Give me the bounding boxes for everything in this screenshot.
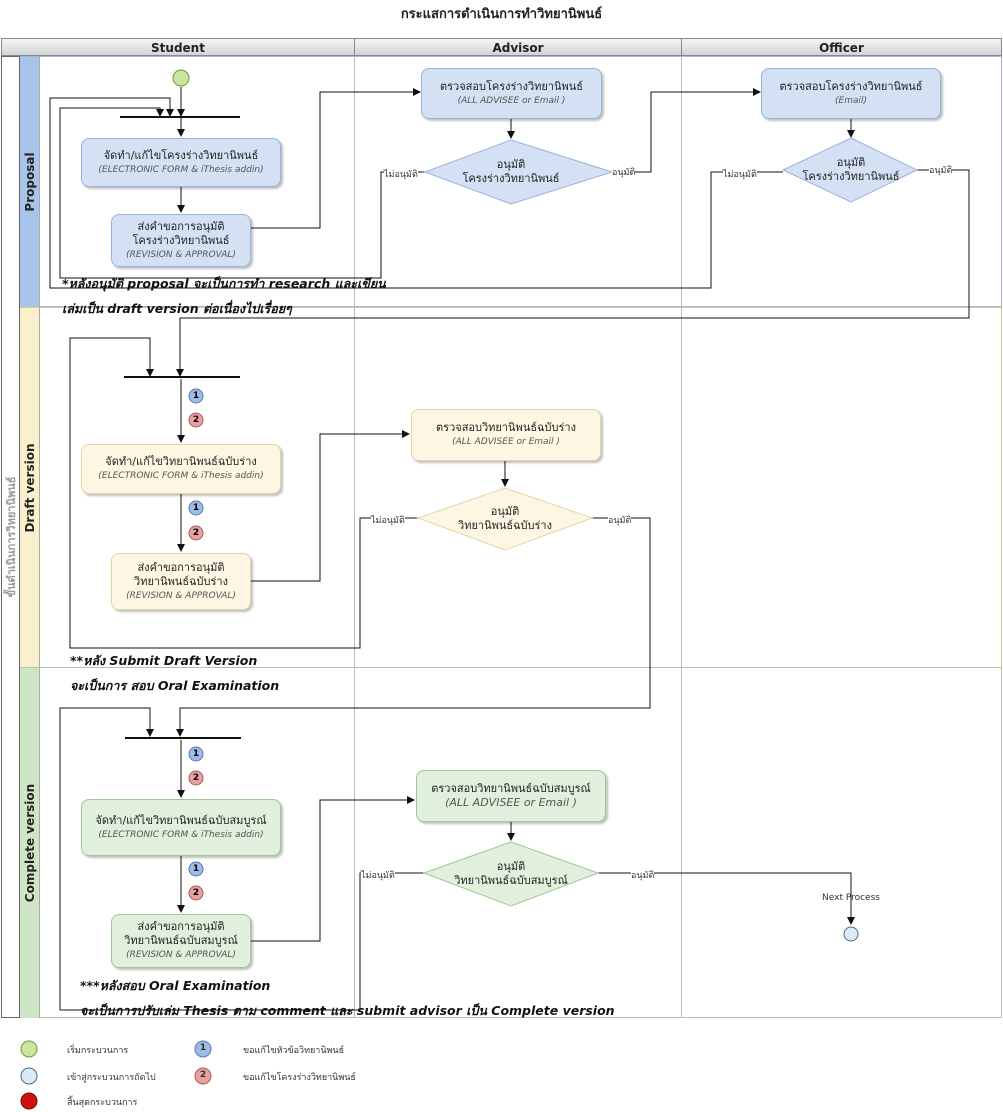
- decision-text: โครงร่างวิทยานิพนธ์: [802, 170, 900, 183]
- legend-badge1-number: 1: [199, 1043, 207, 1053]
- not-approve-label: ไม่อนุมัติ: [384, 167, 418, 181]
- approve-label: อนุมัติ: [612, 165, 636, 179]
- badge-2: 2: [192, 528, 200, 538]
- box-subtitle: (Email): [835, 95, 867, 106]
- box-title: จัดทำ/แก้ไขวิทยานิพนธ์ฉบับร่าง: [105, 455, 257, 468]
- not-approve-label: ไม่อนุมัติ: [371, 513, 405, 527]
- decision-text: อนุมัติ: [496, 158, 526, 171]
- proposal-note-line2: เล่มเป็น draft version ต่อเนื่องไปเรื่อย…: [62, 301, 292, 316]
- box-title: ตรวจสอบวิทยานิพนธ์ฉบับสมบูรณ์: [431, 782, 591, 795]
- approve-label: อนุมัติ: [929, 163, 953, 177]
- badge-1: 1: [192, 749, 200, 759]
- complete-note-line2: จะเป็นการปรับเล่ม Thesis ตาม comment และ…: [80, 1003, 615, 1018]
- box-title: โครงร่างวิทยานิพนธ์: [132, 233, 230, 247]
- decision-text: โครงร่างวิทยานิพนธ์: [462, 172, 560, 185]
- draft-note-line2: จะเป็นการ สอบ Oral Examination: [70, 678, 280, 693]
- draft-student-step2: ส่งคำขอการอนุมัติ วิทยานิพนธ์ฉบับร่าง (R…: [111, 553, 251, 610]
- legend-end-label: สิ้นสุดกระบวนการ: [67, 1098, 138, 1108]
- column-divider: [354, 56, 355, 1018]
- column-header-advisor: Advisor: [354, 38, 682, 56]
- box-title: ส่งคำขอการอนุมัติ: [137, 920, 225, 933]
- legend-end-icon: [20, 1092, 38, 1110]
- box-title: ตรวจสอบโครงร่างวิทยานิพนธ์: [439, 79, 584, 93]
- decision-diamond: [781, 137, 919, 203]
- decision-diamond: [423, 139, 614, 205]
- box-subtitle: (ALL ADVISEE or Email ): [445, 796, 577, 809]
- proposal-student-step1: จัดทำ/แก้ไขโครงร่างวิทยานิพนธ์ (ELECTRON…: [81, 138, 281, 187]
- approve-label: อนุมัติ: [631, 868, 655, 882]
- decision-text: วิทยานิพนธ์ฉบับร่าง: [458, 519, 552, 532]
- complete-student-step1: จัดทำ/แก้ไขวิทยานิพนธ์ฉบับสมบูรณ์ (ELECT…: [81, 799, 281, 856]
- next-process-label: Next Process: [822, 893, 880, 903]
- lane-label-complete: Complete version: [20, 668, 40, 1018]
- complete-advisor-check: ตรวจสอบวิทยานิพนธ์ฉบับสมบูรณ์ (ALL ADVIS…: [416, 770, 606, 822]
- draft-advisor-check: ตรวจสอบวิทยานิพนธ์ฉบับร่าง (ALL ADVISEE …: [411, 409, 601, 461]
- box-title: ส่งคำขอการอนุมัติ: [137, 219, 225, 233]
- proposal-advisor-decision: อนุมัติ โครงร่างวิทยานิพนธ์: [445, 158, 577, 186]
- box-subtitle: (ELECTRONIC FORM & iThesis addin): [98, 471, 264, 481]
- column-divider: [681, 56, 682, 1018]
- decision-diamond: [416, 487, 594, 551]
- lane-label-draft: Draft version: [20, 308, 40, 667]
- box-title: วิทยานิพนธ์ฉบับร่าง: [134, 574, 228, 588]
- legend-next-icon: [20, 1067, 38, 1085]
- box-title: ส่งคำขอการอนุมัติ: [137, 560, 225, 574]
- complete-note-line1: ***หลังสอบ Oral Examination: [80, 978, 271, 993]
- decision-text: วิทยานิพนธ์ฉบับสมบูรณ์: [454, 874, 568, 887]
- box-title: ตรวจสอบวิทยานิพนธ์ฉบับร่าง: [436, 421, 576, 434]
- box-title: จัดทำ/แก้ไขวิทยานิพนธ์ฉบับสมบูรณ์: [95, 813, 267, 827]
- box-subtitle: (ALL ADVISEE or Email ): [457, 95, 566, 106]
- badge-2: 2: [192, 415, 200, 425]
- legend-start-icon: [20, 1040, 38, 1058]
- box-title: วิทยานิพนธ์ฉบับสมบูรณ์: [124, 934, 238, 947]
- box-subtitle: (ALL ADVISEE or Email ): [452, 437, 560, 447]
- column-header-student: Student: [1, 38, 355, 56]
- proposal-student-step2: ส่งคำขอการอนุมัติ โครงร่างวิทยานิพนธ์ (R…: [111, 214, 251, 267]
- decision-text: อนุมัติ: [496, 860, 526, 873]
- decision-diamond: [422, 841, 600, 907]
- legend-badge1-icon: [194, 1040, 212, 1058]
- badge-group: [188, 388, 204, 901]
- legend-badge2-label: ขอแก้ไขโครงร่างวิทยานิพนธ์: [243, 1073, 356, 1083]
- box-subtitle: (REVISION & APPROVAL): [126, 249, 236, 260]
- draft-note-line1: **หลัง Submit Draft Version: [70, 653, 258, 668]
- column-header-officer: Officer: [681, 38, 1002, 56]
- diagram-title: กระแสการดำเนินการทำวิทยานิพนธ์: [400, 7, 603, 22]
- lane-label-proposal: Proposal: [20, 57, 40, 307]
- complete-advisor-decision: อนุมัติ วิทยานิพนธ์ฉบับสมบูรณ์: [436, 860, 586, 888]
- draft-student-step1: จัดทำ/แก้ไขวิทยานิพนธ์ฉบับร่าง (ELECTRON…: [81, 444, 281, 494]
- badge-1: 1: [192, 391, 200, 401]
- start-node: [172, 69, 190, 87]
- legend-start-label: เริ่มกระบวนการ: [67, 1046, 129, 1056]
- legend-next-label: เข้าสู่กระบวนการถัดไป: [67, 1073, 156, 1083]
- box-subtitle: (REVISION & APPROVAL): [126, 950, 236, 960]
- badge-1: 1: [192, 503, 200, 513]
- not-approve-label: ไม่อนุมัติ: [723, 167, 757, 181]
- legend-badge2-number: 2: [199, 1070, 207, 1080]
- next-process-node: [843, 926, 859, 942]
- badge-2: 2: [192, 773, 200, 783]
- badge-2: 2: [192, 888, 200, 898]
- legend-badge2-icon: [194, 1067, 212, 1085]
- box-subtitle: (ELECTRONIC FORM & iThesis addin): [98, 829, 264, 840]
- proposal-officer-check: ตรวจสอบโครงร่างวิทยานิพนธ์ (Email): [761, 68, 941, 119]
- box-title: ตรวจสอบโครงร่างวิทยานิพนธ์: [779, 79, 923, 93]
- outer-lane-label: ขั้นดำเนินการวิทยานิพนธ์: [1, 56, 20, 1018]
- box-title: จัดทำ/แก้ไขโครงร่างวิทยานิพนธ์: [103, 148, 259, 162]
- box-subtitle: (REVISION & APPROVAL): [126, 590, 236, 601]
- approve-label: อนุมัติ: [608, 513, 632, 527]
- not-approve-label: ไม่อนุมัติ: [361, 868, 395, 882]
- draft-advisor-decision: อนุมัติ วิทยานิพนธ์ฉบับร่าง: [440, 505, 570, 533]
- complete-student-step2: ส่งคำขอการอนุมัติ วิทยานิพนธ์ฉบับสมบูรณ์…: [111, 914, 251, 968]
- decision-text: อนุมัติ: [836, 156, 866, 169]
- box-subtitle: (ELECTRONIC FORM & iThesis addin): [98, 164, 264, 175]
- proposal-note-line1: *หลังอนุมัติ proposal จะเป็นการทำ resear…: [62, 276, 386, 291]
- legend-badge1-label: ขอแก้ไขหัวข้อวิทยานิพนธ์: [243, 1046, 345, 1056]
- badge-1: 1: [192, 864, 200, 874]
- proposal-advisor-check: ตรวจสอบโครงร่างวิทยานิพนธ์ (ALL ADVISEE …: [421, 68, 602, 119]
- decision-text: อนุมัติ: [490, 505, 520, 518]
- proposal-officer-decision: อนุมัติ โครงร่างวิทยานิพนธ์: [786, 156, 916, 184]
